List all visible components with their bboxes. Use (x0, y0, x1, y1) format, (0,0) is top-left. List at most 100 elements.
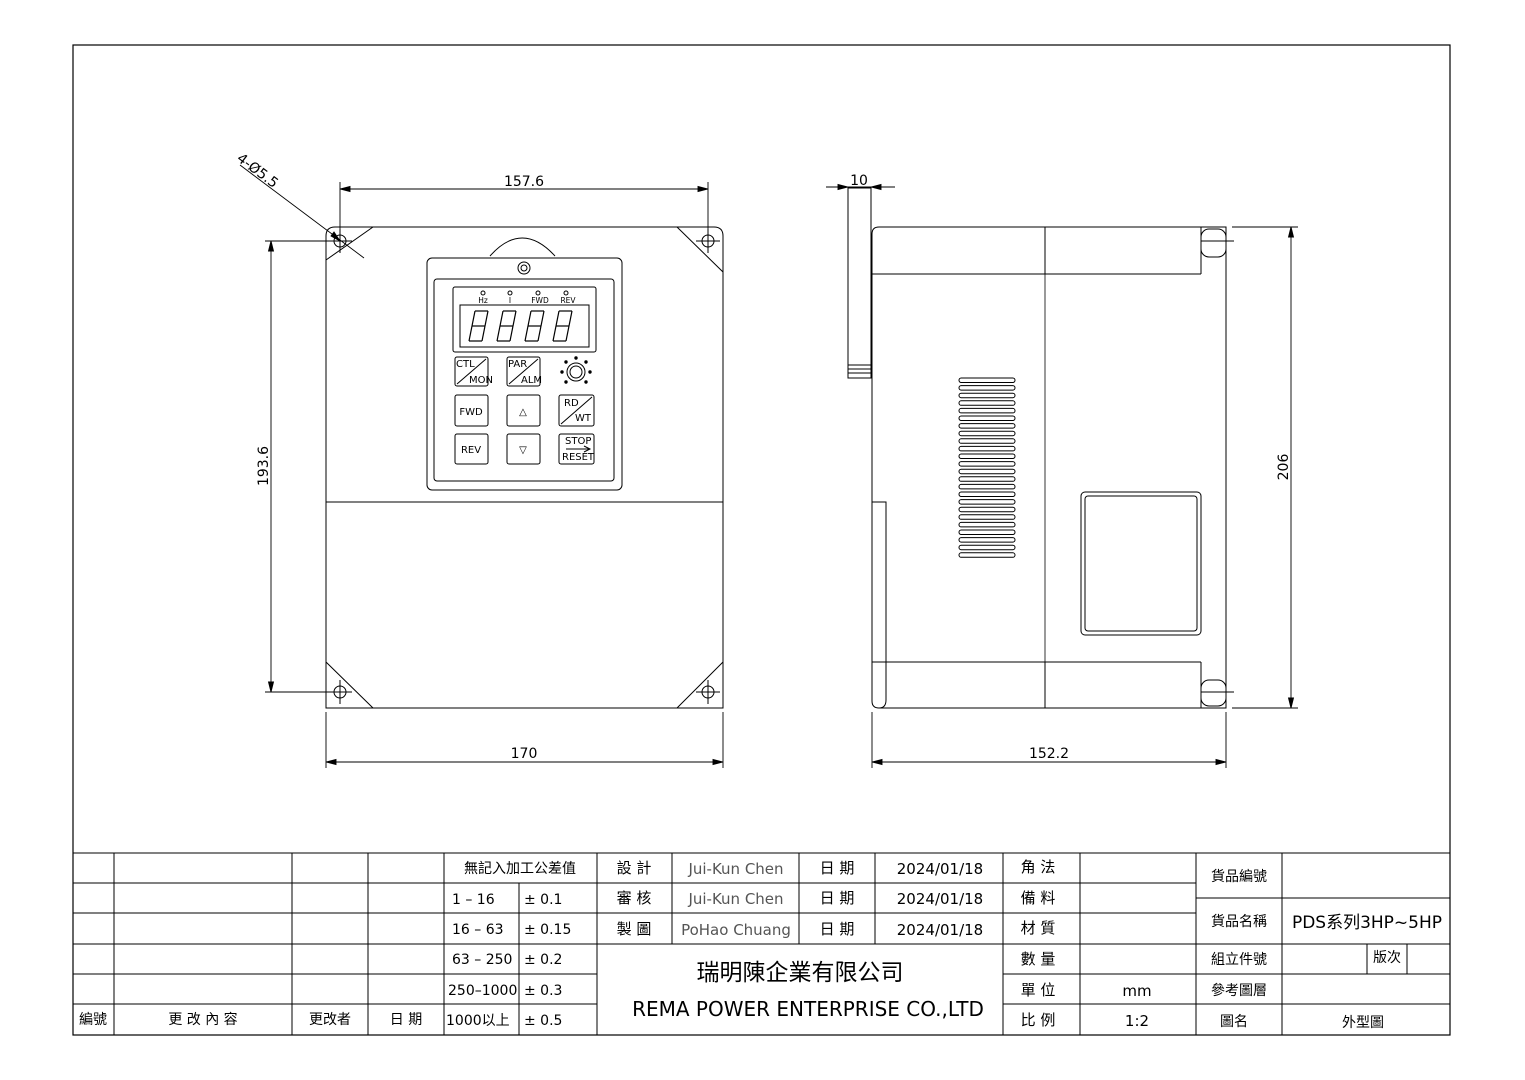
vent-slot (958, 453, 1016, 459)
vent-slot (958, 529, 1016, 535)
approval-date: 2024/01/18 (897, 890, 983, 908)
mount-tab (1200, 679, 1227, 707)
tol-value: ± 0.1 (524, 892, 562, 908)
dim-width-top: 157.6 (504, 174, 544, 190)
front-housing (325, 226, 724, 709)
key-label: WT (575, 413, 592, 424)
key-label: CTL (456, 359, 475, 370)
rev-header-date: 日 期 (390, 1012, 422, 1028)
corner-bottom-right (676, 661, 724, 709)
rev-header-no: 編號 (79, 1012, 107, 1028)
tol-value: ± 0.2 (524, 952, 562, 968)
vent-slot (958, 430, 1016, 437)
seven-segment-digit (468, 310, 489, 342)
keypad-outer (426, 257, 623, 491)
vent-slot (958, 537, 1016, 543)
led-label: I (509, 296, 511, 305)
dim-side-top: 10 (850, 173, 868, 189)
dim-height-left: 193.6 (256, 446, 272, 486)
prop-label: 數 量 (1021, 950, 1056, 968)
vent-slot (958, 392, 1016, 399)
led-label: REV (560, 296, 576, 305)
approval-name: Jui-Kun Chen (687, 860, 783, 878)
led-label: Hz (478, 296, 488, 305)
front-dimensions (239, 164, 724, 768)
vent-slot (958, 544, 1016, 551)
key-label: ▽ (519, 445, 527, 456)
vent-slot (958, 415, 1016, 421)
hole-callout: 4-Ø5.5 (234, 150, 281, 191)
seven-segment-digit (552, 310, 573, 342)
keypad-latch (489, 237, 556, 257)
side-view (847, 187, 1234, 709)
key-label: STOP (565, 436, 591, 447)
tolerance-header: 無記入加工公差值 (464, 860, 576, 877)
corner-top-left (325, 226, 374, 261)
tol-value: ± 0.15 (524, 922, 571, 938)
display-window (459, 304, 590, 348)
tol-range: 250–1000 (448, 983, 517, 999)
key-rd-wt (558, 394, 595, 427)
vent-slot (958, 438, 1016, 444)
mount-hole (696, 680, 720, 704)
corner-bottom-left (325, 661, 374, 709)
screw-icon (517, 261, 531, 275)
key-label: PAR (508, 359, 527, 370)
tol-range: 63 – 250 (452, 952, 512, 968)
mount-hole (328, 680, 352, 704)
approval-name: Jui-Kun Chen (687, 890, 783, 908)
approval-role: 製 圖 (617, 920, 652, 938)
approval-date: 2024/01/18 (897, 860, 983, 878)
title-block (73, 852, 1450, 1035)
key-up (506, 394, 541, 427)
approval-role: 審 核 (617, 889, 652, 907)
vent-slot (958, 499, 1016, 505)
corner-top-right (676, 226, 724, 273)
keypad-inner (433, 278, 615, 482)
vent-slot (958, 491, 1016, 497)
potentiometer-icon (566, 362, 586, 382)
vent-slot (958, 423, 1016, 429)
sheet-border (72, 44, 1451, 1036)
key-rev (454, 433, 489, 465)
key-label: FWD (459, 407, 483, 418)
vent-slot (958, 521, 1016, 528)
tol-range: 1 – 16 (452, 892, 495, 908)
seven-segment-digits (468, 310, 573, 342)
key-fwd (454, 394, 489, 427)
approval-date-label: 日 期 (820, 889, 855, 907)
approval-date-label: 日 期 (820, 920, 855, 938)
key-ctl-mon (454, 356, 489, 387)
vent-slot (958, 514, 1016, 520)
scale-value: 1:2 (1125, 1012, 1149, 1030)
display-frame (452, 286, 597, 353)
potentiometer-ticks (560, 356, 592, 384)
dim-height-right: 206 (1276, 454, 1292, 481)
approval-role: 設 計 (617, 859, 652, 877)
mount-hole (696, 229, 720, 253)
prop-label: 單 位 (1021, 981, 1056, 999)
vent-slot (958, 400, 1016, 406)
approval-name: PoHao Chuang (681, 921, 791, 939)
key-label: △ (519, 407, 527, 418)
side-housing (871, 226, 1227, 709)
key-par-alm (506, 356, 541, 387)
prop-label: 備 料 (1021, 889, 1056, 907)
front-view (325, 226, 724, 709)
vent-slot (958, 552, 1016, 558)
label-window (1080, 491, 1202, 636)
rev-header-content: 更 改 內 容 (168, 1011, 237, 1028)
vent-slot (958, 445, 1016, 452)
key-label: ALM (521, 375, 542, 386)
led-label: FWD (531, 296, 549, 305)
vent-slots (958, 377, 1016, 558)
keypad-profile (847, 187, 872, 379)
drawing-name-label: 圖名 (1220, 1014, 1248, 1030)
assembly-label: 組立件號 (1211, 952, 1267, 968)
prop-label: 材 質 (1021, 919, 1056, 937)
key-down (506, 433, 541, 465)
company-name-en: REMA POWER ENTERPRISE CO.,LTD (632, 997, 984, 1021)
company-name-cn: 瑞明陳企業有限公司 (697, 960, 904, 986)
tol-range: 16 – 63 (452, 922, 504, 938)
